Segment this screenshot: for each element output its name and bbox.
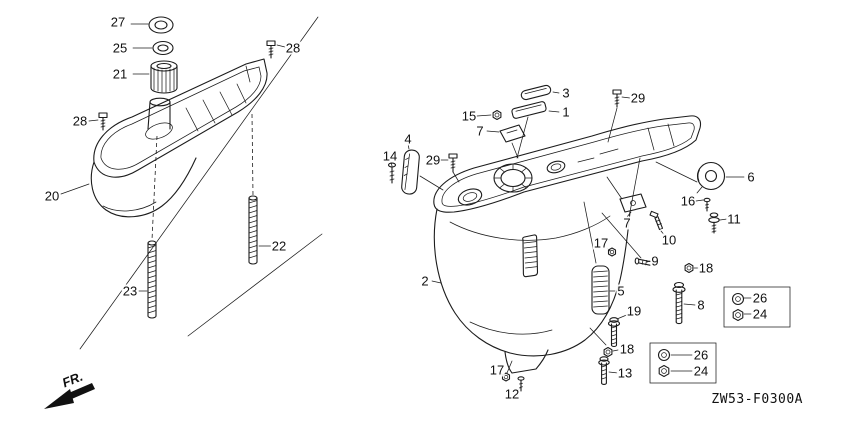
part-label-16: 16 [679, 193, 697, 209]
part-label-15: 15 [460, 108, 478, 124]
part-label-17: 17 [592, 235, 610, 251]
part-16-screw [703, 197, 711, 212]
part-label-12: 12 [503, 386, 521, 402]
part-17-nut-lower [501, 372, 511, 382]
part-15-nut [492, 109, 502, 121]
part-18-nut-lower [603, 346, 613, 358]
part-label-18: 18 [697, 260, 715, 276]
part-24-nut-lower [658, 364, 670, 378]
part-label-20: 20 [43, 188, 61, 204]
part-label-3: 3 [561, 85, 571, 101]
part-28-bolt-right [266, 40, 276, 59]
part-1-cover [511, 101, 547, 119]
part-26-washer-upper [731, 292, 745, 306]
part-label-9: 9 [650, 253, 660, 269]
part-label-8: 8 [696, 297, 706, 313]
part-label-28: 28 [284, 40, 302, 56]
part-22-stud-bolt [248, 195, 258, 265]
part-4-anode [401, 149, 420, 195]
part-label-26: 26 [692, 347, 710, 363]
part-label-1: 1 [561, 104, 571, 120]
part-23-stud-bolt [147, 240, 157, 319]
part-label-24: 24 [692, 363, 710, 379]
hardware-box-upper [723, 286, 791, 328]
part-label-24: 24 [751, 306, 769, 322]
part-12-screw [517, 376, 525, 392]
part-label-18: 18 [618, 341, 636, 357]
lower-gearcase-assembly [387, 84, 791, 392]
part-26-washer-lower [657, 348, 671, 362]
part-27-seal-ring [148, 16, 174, 34]
part-label-14: 14 [381, 148, 399, 164]
part-5-strainer [591, 265, 610, 315]
part-29-bolt-left [448, 153, 458, 173]
part-28-bolt-left [98, 112, 108, 131]
part-label-26: 26 [751, 290, 769, 306]
part-9-screw [634, 257, 651, 266]
iso-guide-lines [79, 16, 323, 350]
part-label-2: 2 [420, 273, 430, 289]
part-13-bolt [598, 356, 610, 385]
part-25-washer [152, 40, 174, 56]
part-6-cover-grommet [696, 161, 726, 194]
part-label-23: 23 [121, 283, 139, 299]
part-label-25: 25 [111, 40, 129, 56]
part-label-7: 7 [475, 123, 485, 139]
part-label-29: 29 [629, 90, 647, 106]
part-label-13: 13 [616, 365, 634, 381]
part-label-6: 6 [746, 169, 756, 185]
part-21-spline-bushing [150, 60, 178, 94]
part-label-27: 27 [109, 14, 127, 30]
part-label-4: 4 [403, 131, 413, 147]
part-19-bolt [607, 317, 621, 348]
part-label-19: 19 [625, 303, 643, 319]
part-label-21: 21 [111, 66, 129, 82]
part-label-22: 22 [270, 238, 288, 254]
part-10-bolt [649, 210, 664, 231]
fr-direction-arrow [44, 383, 95, 409]
part-20-gear-case-housing [90, 58, 268, 241]
part-3-dowel [520, 84, 552, 101]
part-17-nut-upper [607, 247, 617, 257]
upper-gearcase-assembly [90, 16, 276, 319]
part-18-nut-upper [684, 262, 694, 274]
part-29-bolt-top [612, 89, 622, 108]
part-label-5: 5 [616, 283, 626, 299]
part-11-screw [708, 212, 720, 234]
part-label-28: 28 [71, 113, 89, 129]
part-label-7: 7 [622, 215, 632, 231]
part-label-29: 29 [424, 152, 442, 168]
part-8-bolt [672, 281, 686, 325]
part-24-nut-upper [732, 308, 744, 322]
leader-lines [60, 23, 752, 392]
part-14-bolt [387, 162, 397, 184]
part-2-gear-case [433, 115, 702, 374]
diagram-code: ZW53-F0300A [711, 392, 803, 407]
part-label-11: 11 [726, 211, 742, 227]
part-7-plate-lower [619, 193, 647, 213]
part-label-10: 10 [660, 232, 678, 248]
hardware-box-lower [649, 342, 717, 384]
part-7-plate-upper [499, 124, 526, 143]
part-label-17: 17 [488, 362, 506, 378]
